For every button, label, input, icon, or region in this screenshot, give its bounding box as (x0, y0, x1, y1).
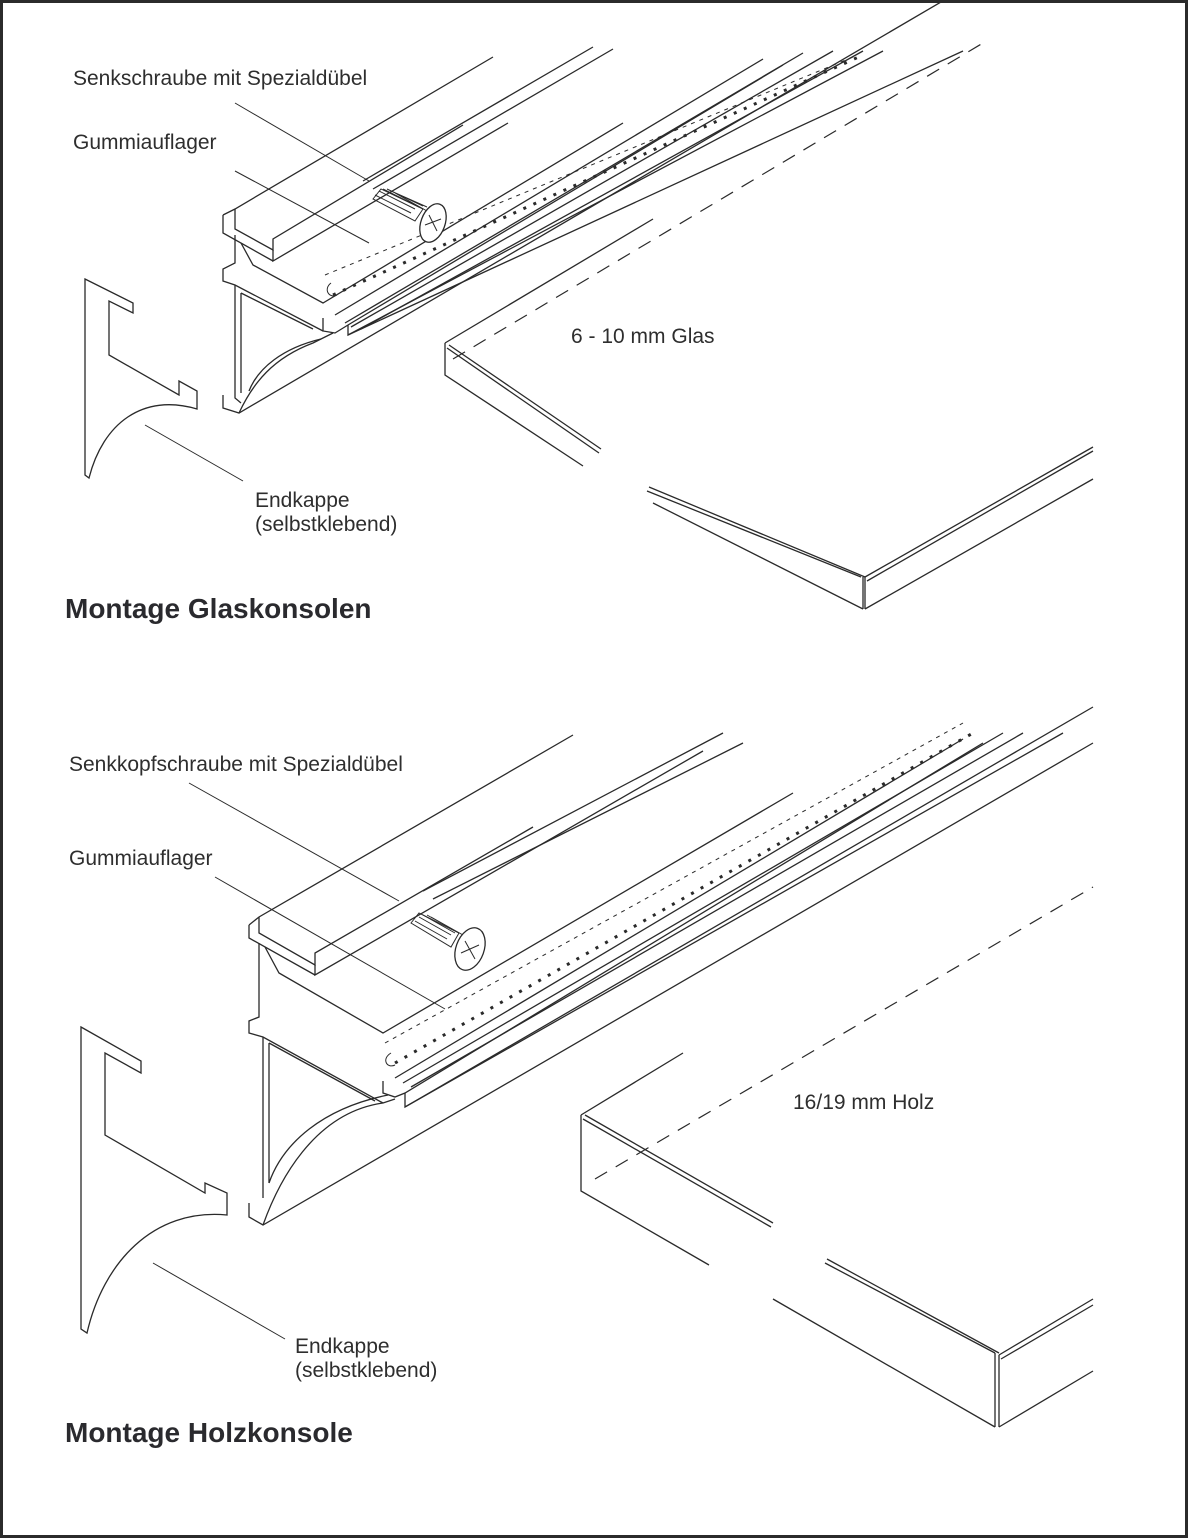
glass-console-end-cap (84, 277, 198, 480)
title-wood-console: Montage Holzkonsole (65, 1417, 353, 1448)
label-rubber-pad-wood: Gummiauflager (69, 847, 213, 870)
label-end-cap-glass: Endkappe (255, 489, 350, 512)
label-screw-glass: Senkschraube mit Spezialdübel (73, 67, 368, 90)
wood-console-end-cap (80, 1025, 228, 1335)
wood-console-screw (410, 912, 486, 971)
glass-console-screw (372, 188, 447, 243)
glass-console-leader-lines (144, 102, 370, 482)
wood-console-leader-lines (152, 782, 446, 1340)
label-glass-shelf: 6 - 10 mm Glas (571, 325, 715, 348)
label-end-cap-note-glass: (selbstklebend) (255, 513, 398, 536)
label-end-cap-note-wood: (selbstklebend) (295, 1359, 438, 1382)
label-screw-wood: Senkkopfschraube mit Spezialdübel (69, 753, 403, 776)
glass-console-rail (222, 3, 964, 414)
title-glass-console: Montage Glaskonsolen (65, 593, 372, 624)
label-wood-shelf: 16/19 mm Holz (793, 1091, 935, 1114)
glass-shelf (444, 42, 1094, 610)
wood-console-rail (248, 706, 1094, 1226)
technical-drawing (80, 3, 1094, 1428)
wood-shelf (580, 886, 1094, 1428)
label-end-cap-wood: Endkappe (295, 1335, 390, 1358)
label-rubber-pad-glass: Gummiauflager (73, 131, 217, 154)
